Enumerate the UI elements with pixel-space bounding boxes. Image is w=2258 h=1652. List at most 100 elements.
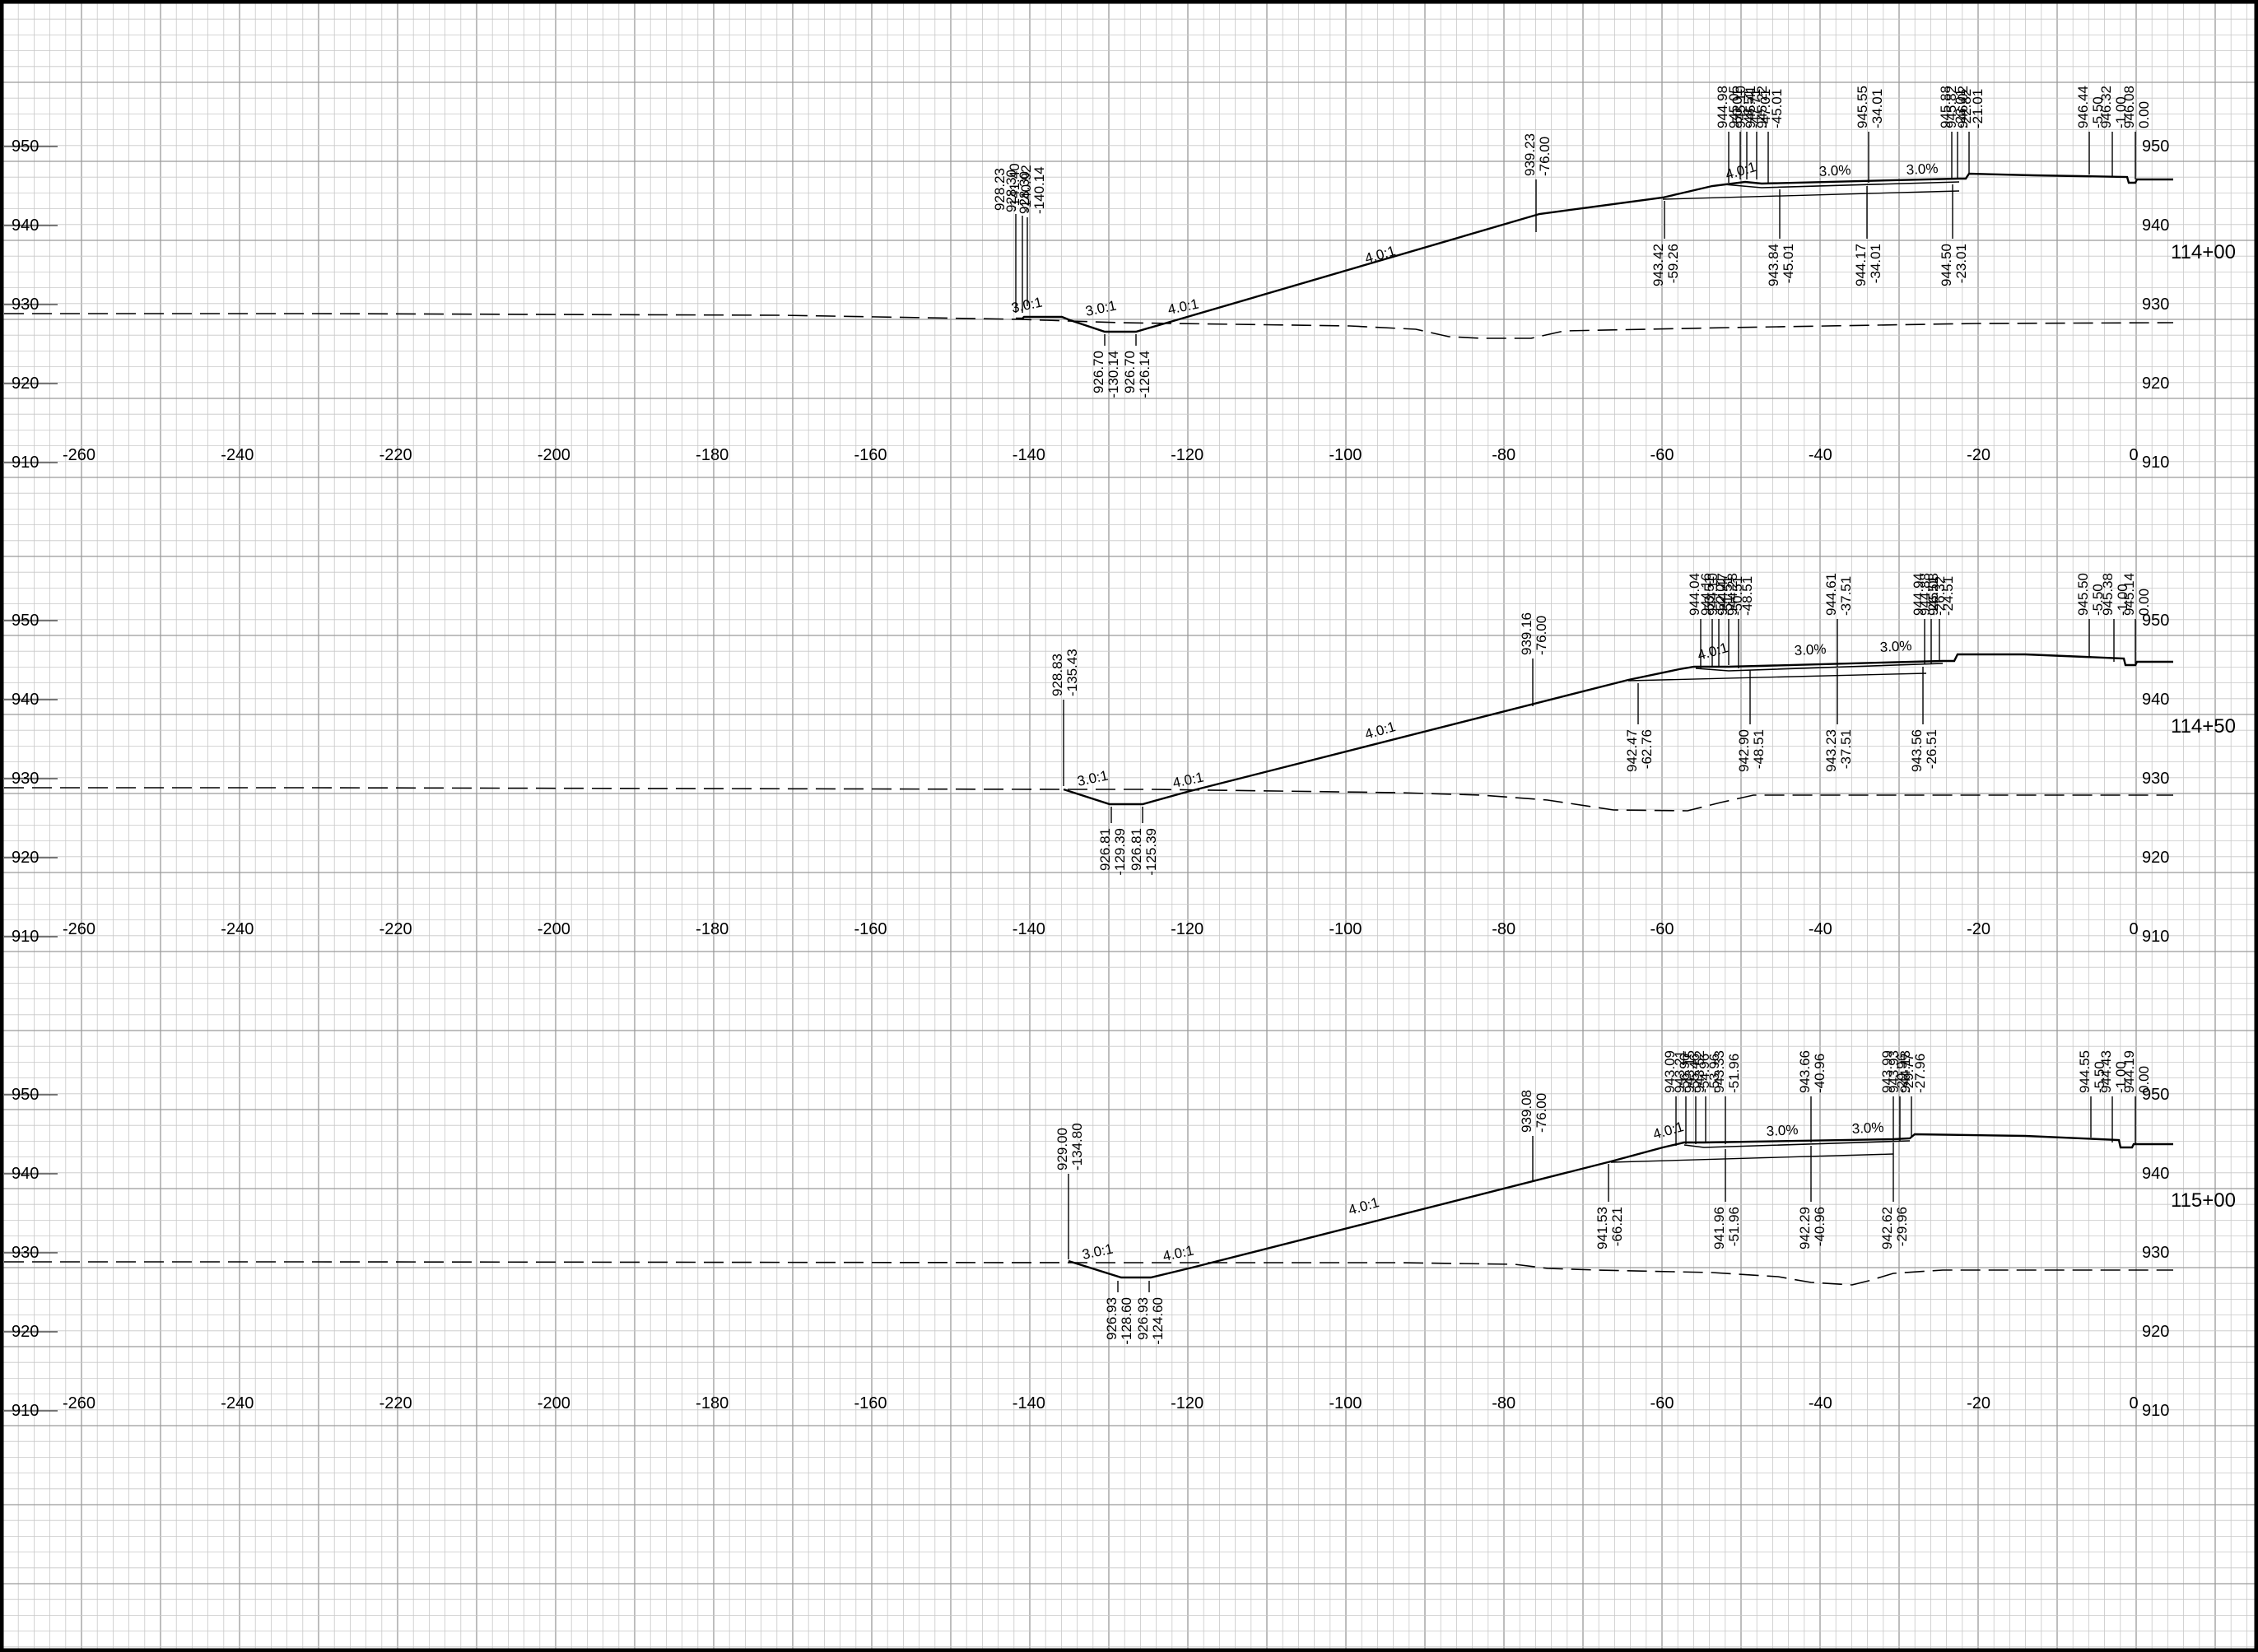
annotation-elevation: 943.09 bbox=[1662, 1050, 1678, 1093]
offset-label: 0 bbox=[2129, 920, 2138, 938]
offset-label: -60 bbox=[1650, 1394, 1674, 1412]
elevation-label-right: 930 bbox=[2142, 295, 2169, 314]
annotation-offset: -26.51 bbox=[1924, 729, 1939, 769]
annotation-elevation: 944.50 bbox=[1939, 244, 1954, 286]
station-label: 114+50 bbox=[2171, 715, 2236, 738]
offset-label: -200 bbox=[538, 920, 570, 938]
offset-label: -100 bbox=[1329, 920, 1362, 938]
annotation-offset: -125.39 bbox=[1143, 828, 1159, 876]
annotation-elevation: 942.90 bbox=[1736, 729, 1752, 772]
annotation-elevation: 944.16 bbox=[1698, 573, 1714, 616]
annotation-offset: -128.60 bbox=[1119, 1297, 1134, 1345]
annotation-elevation: 944.10 bbox=[1705, 573, 1720, 616]
elevation-label-right: 950 bbox=[2142, 1086, 2169, 1104]
annotation-offset: -51.51 bbox=[1720, 576, 1735, 616]
offset-label: -20 bbox=[1967, 920, 1990, 938]
offset-label: -140 bbox=[1013, 446, 1045, 464]
annotation-offset: -130.14 bbox=[1106, 351, 1121, 398]
offset-label: -100 bbox=[1329, 446, 1362, 464]
existing-ground-line bbox=[4, 1261, 2173, 1286]
annotation-offset: -54.96 bbox=[1697, 1054, 1712, 1093]
subgrade-line bbox=[1627, 672, 1927, 682]
slope-label: 3.0% bbox=[1879, 638, 1912, 655]
slope-label: 3.0% bbox=[1818, 162, 1851, 179]
annotation-offset: -51.96 bbox=[1726, 1207, 1742, 1246]
station-label: 114+00 bbox=[2171, 241, 2236, 263]
elevation-label-right: 910 bbox=[2142, 928, 2169, 946]
offset-label: -220 bbox=[379, 920, 412, 938]
annotation-elevation: 945.05 bbox=[1726, 86, 1742, 128]
offset-label: -220 bbox=[379, 446, 412, 464]
elevation-label-right: 910 bbox=[2142, 454, 2169, 472]
offset-label: 0 bbox=[2129, 446, 2138, 464]
annotation-elevation: 944.13 bbox=[1897, 1050, 1913, 1093]
annotation-offset: -59.26 bbox=[1665, 244, 1681, 283]
elevation-label-right: 930 bbox=[2142, 1244, 2169, 1262]
elevation-label-right: 910 bbox=[2142, 1402, 2169, 1420]
offset-label: -40 bbox=[1809, 1394, 1832, 1412]
annotation-elevation: 944.28 bbox=[1725, 573, 1740, 616]
annotation-elevation: 945.82 bbox=[1944, 86, 1959, 128]
slope-label: 4.0:1 bbox=[1347, 1194, 1381, 1218]
annotation-offset: -5.50 bbox=[2090, 584, 2106, 616]
annotation-offset: -48.51 bbox=[1741, 89, 1757, 128]
annotation-offset: -140.14 bbox=[1031, 166, 1047, 214]
annotation-elevation: 944.94 bbox=[1911, 573, 1926, 616]
subgrade-line bbox=[1662, 190, 1960, 200]
offset-label: -80 bbox=[1492, 920, 1515, 938]
slope-label: 3.0:1 bbox=[1076, 767, 1110, 789]
offset-label: -220 bbox=[379, 1394, 412, 1412]
annotation-elevation: 944.55 bbox=[2077, 1050, 2093, 1093]
annotation-offset: 0.00 bbox=[2136, 1066, 2152, 1093]
offset-label: -260 bbox=[63, 446, 95, 464]
annotation-offset: -34.01 bbox=[1869, 89, 1885, 128]
proposed-section-line bbox=[1068, 1133, 2173, 1279]
annotation-offset: -1.00 bbox=[2115, 584, 2130, 616]
station-label: 115+00 bbox=[2171, 1189, 2236, 1212]
offset-label: -200 bbox=[538, 1394, 570, 1412]
annotation-offset: -66.21 bbox=[1609, 1207, 1625, 1246]
offset-label: -160 bbox=[854, 920, 887, 938]
annotation-elevation: 943.52 bbox=[1692, 1050, 1707, 1093]
offset-label: -260 bbox=[63, 1394, 95, 1412]
offset-label: -180 bbox=[696, 446, 729, 464]
annotation-elevation: 939.16 bbox=[1519, 612, 1534, 655]
annotation-elevation: 928.23 bbox=[992, 168, 1008, 211]
annotation-offset: -126.14 bbox=[1137, 351, 1152, 398]
offset-label: -60 bbox=[1650, 446, 1674, 464]
annotation-offset: -52.01 bbox=[1713, 576, 1729, 616]
annotation-elevation: 946.44 bbox=[2075, 86, 2091, 128]
annotation-elevation: 944.19 bbox=[2121, 1050, 2137, 1093]
annotation-elevation: 944.98 bbox=[1715, 86, 1730, 128]
subgrade-line bbox=[1610, 1153, 1894, 1163]
annotation-elevation: 941.96 bbox=[1711, 1207, 1727, 1249]
annotation-elevation: 945.08 bbox=[1925, 573, 1941, 616]
annotation-offset: -51.96 bbox=[1726, 1054, 1742, 1093]
annotation-offset: -23.01 bbox=[1953, 89, 1968, 128]
annotation-elevation: 946.32 bbox=[2098, 86, 2114, 128]
annotation-offset: -134.80 bbox=[1069, 1123, 1085, 1170]
offset-label: -160 bbox=[854, 446, 887, 464]
offset-label: -120 bbox=[1171, 920, 1203, 938]
proposed-section-line bbox=[1016, 172, 2173, 333]
annotation-offset: -23.01 bbox=[1953, 244, 1969, 283]
annotation-offset: -141.40 bbox=[1007, 163, 1022, 211]
annotation-elevation: 944.43 bbox=[2098, 1050, 2114, 1093]
annotation-offset: -5.50 bbox=[2090, 96, 2106, 128]
annotation-offset: -56.96 bbox=[1677, 1054, 1692, 1093]
annotation-elevation: 943.66 bbox=[1797, 1050, 1813, 1093]
elevation-label-right: 920 bbox=[2142, 375, 2169, 393]
offset-label: -240 bbox=[221, 920, 254, 938]
annotation-elevation: 926.70 bbox=[1122, 351, 1138, 393]
annotation-offset: -140.92 bbox=[1018, 165, 1034, 212]
annotation-elevation: 944.61 bbox=[1823, 573, 1839, 616]
offset-label: -80 bbox=[1492, 1394, 1515, 1412]
existing-ground-line bbox=[4, 787, 2173, 812]
annotation-offset: -76.00 bbox=[1534, 616, 1549, 655]
annotation-elevation: 939.08 bbox=[1519, 1090, 1534, 1133]
existing-ground-line bbox=[4, 313, 2174, 339]
annotation-elevation: 928.83 bbox=[1050, 654, 1065, 696]
